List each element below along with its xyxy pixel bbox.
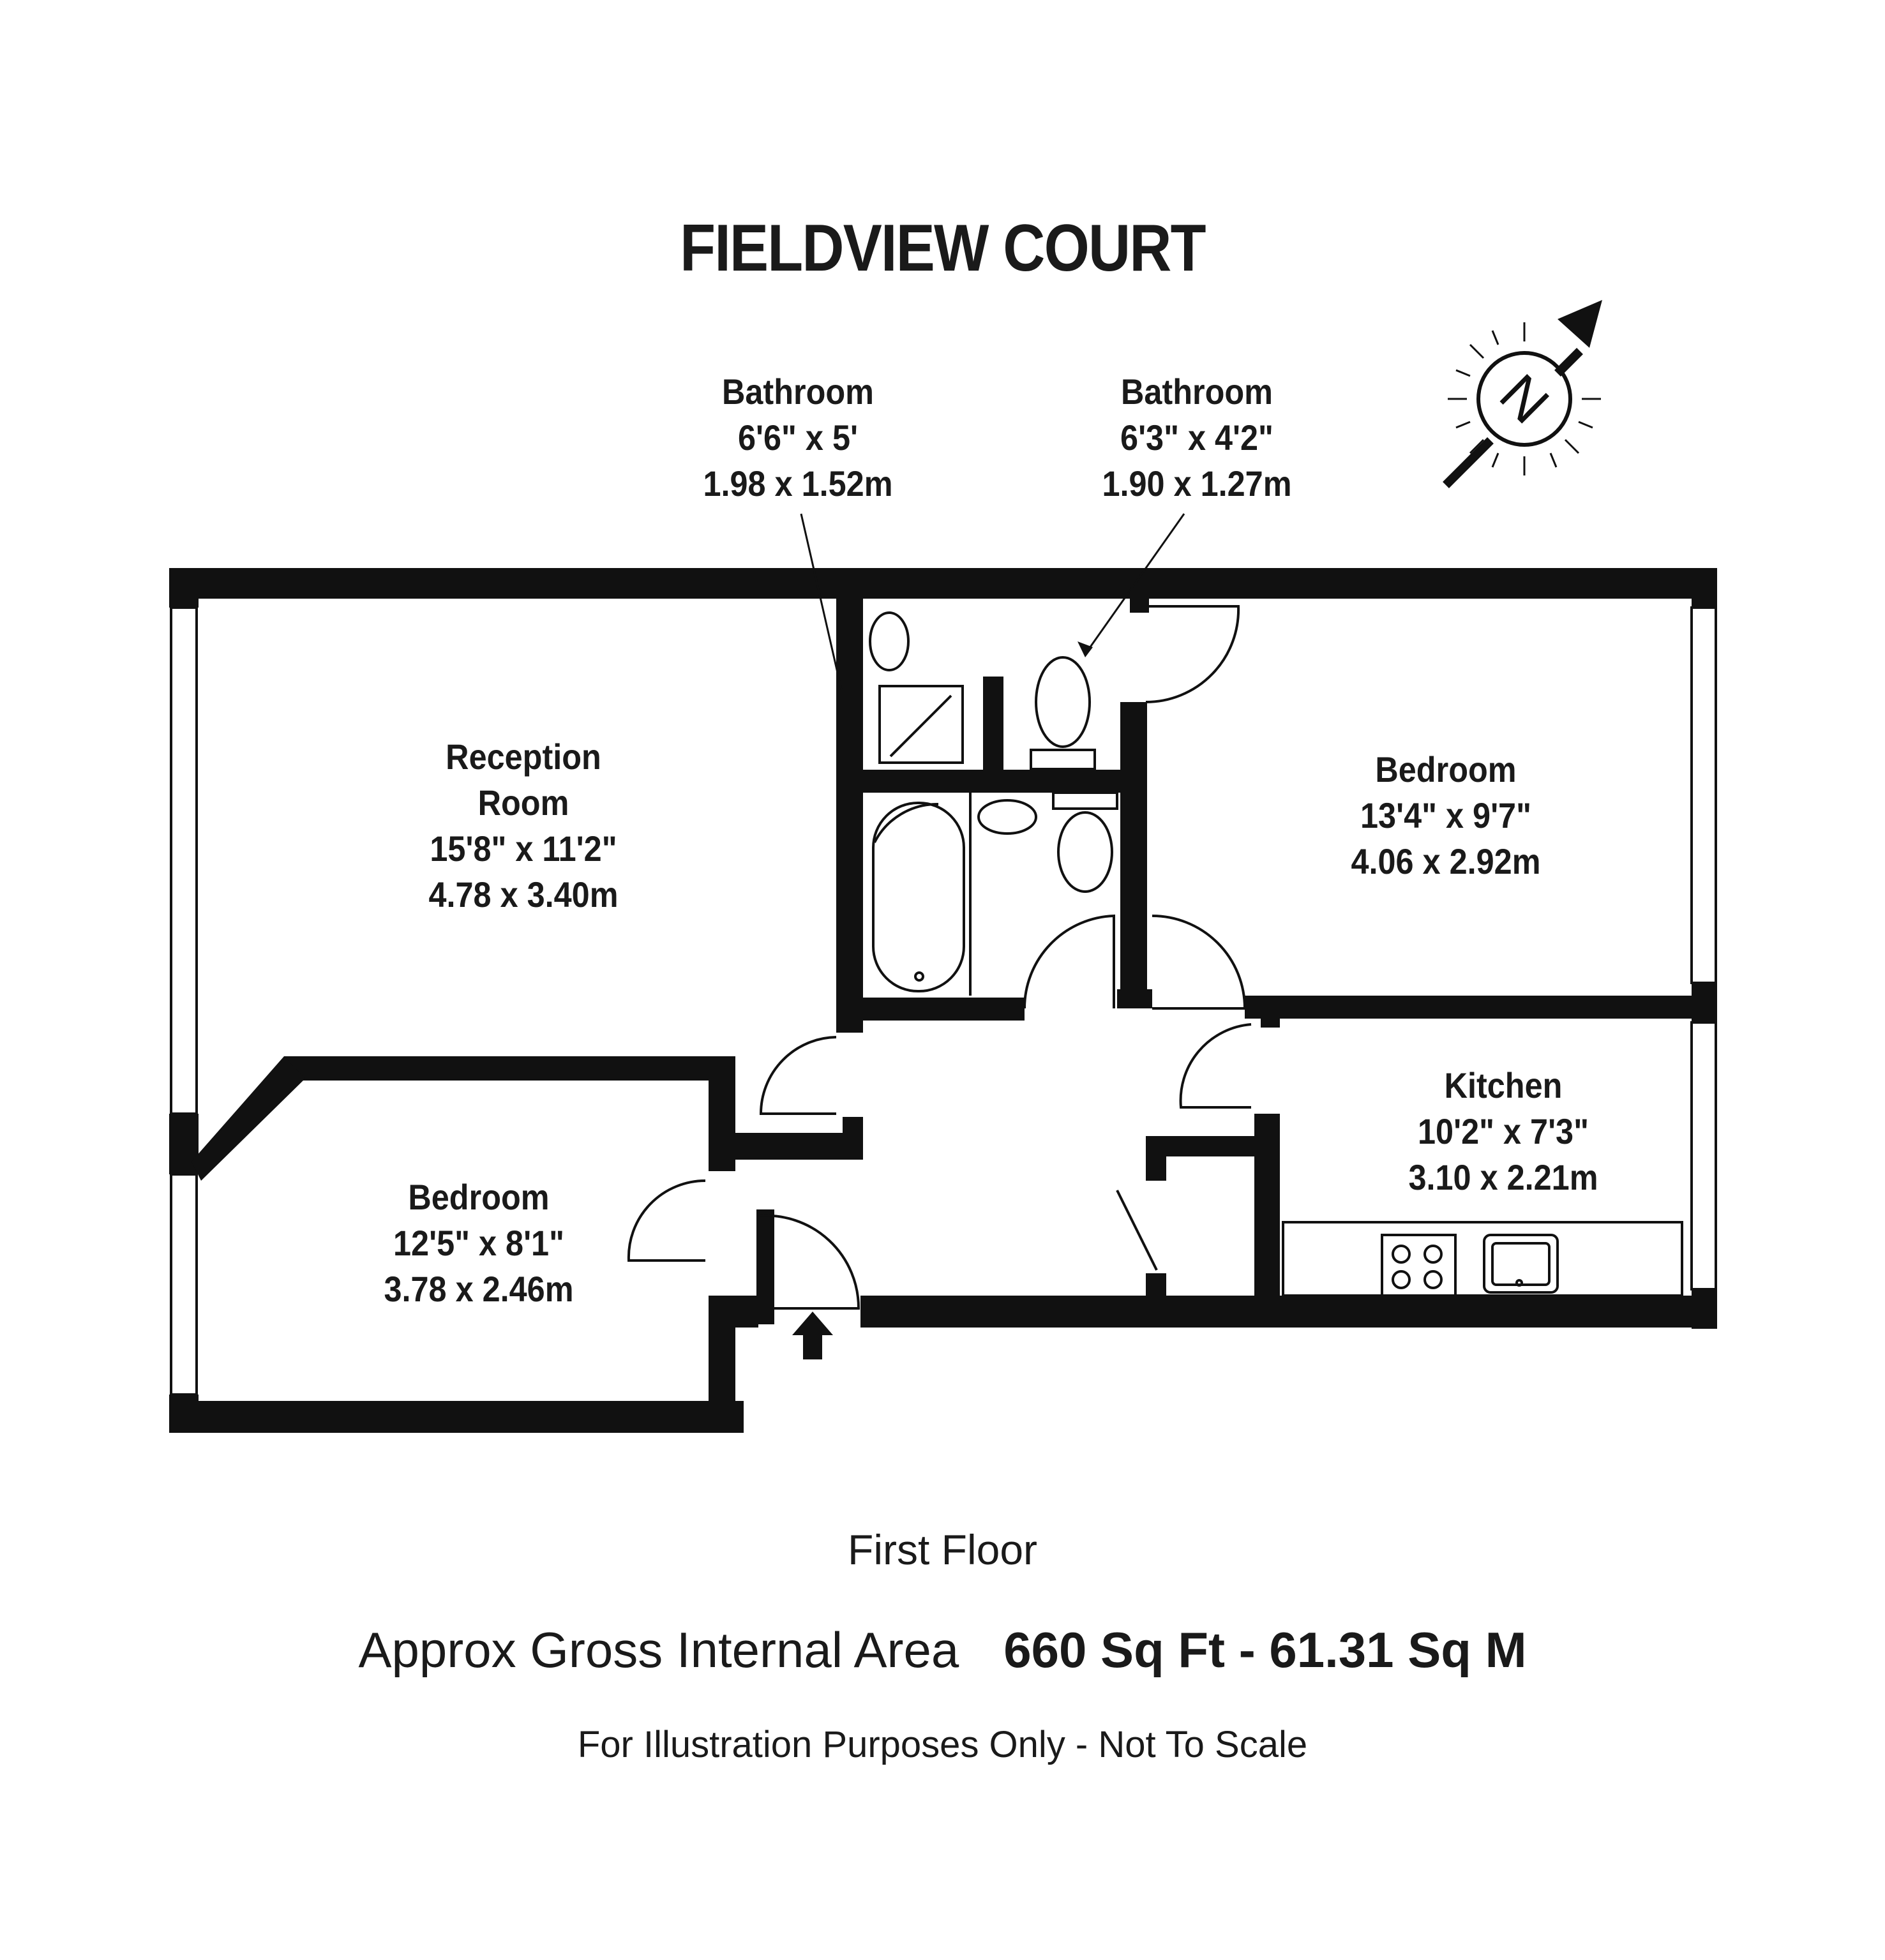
label-reception-room: Reception Room 15'8" x 11'2" 4.78 x 3.40… [428, 737, 619, 915]
wall-bath-bedroom-top [1130, 599, 1149, 613]
toilet-lower [1057, 811, 1113, 893]
wall-step-end [843, 1117, 863, 1160]
wall-top [169, 568, 1717, 599]
area-sq-m: 61.31 Sq M [1269, 1622, 1527, 1678]
label-kitchen: Kitchen 10'2" x 7'3" 3.10 x 2.21m [1408, 1065, 1598, 1197]
door-bedroom2 [627, 1179, 706, 1262]
wall-bottom-bedroom [169, 1401, 744, 1433]
wall-cupboard-left [1146, 1136, 1166, 1181]
door-bedroom1 [1152, 915, 1247, 1010]
door-bath [1023, 914, 1115, 1009]
disclaimer: For Illustration Purposes Only - Not To … [577, 1724, 1308, 1765]
wall-bath-bedroom [1120, 702, 1147, 1008]
wall-bath-bottom [836, 998, 1025, 1021]
wall-step [709, 1133, 862, 1160]
door-cupboard [1116, 1190, 1158, 1271]
page-title: FIELDVIEW COURT [680, 211, 1206, 285]
hob [1381, 1234, 1457, 1297]
bath [872, 802, 965, 992]
window-right-bottom [1690, 1021, 1717, 1290]
area-separator: - [1225, 1622, 1270, 1678]
wall-central [836, 599, 863, 1033]
basin-upper [869, 611, 910, 671]
door-wc [1145, 605, 1240, 703]
wall-bedroom2-top [284, 1056, 735, 1081]
wall-bath-divider-v [983, 677, 1003, 791]
label-bedroom-2: Bedroom 12'5" x 8'1" 3.78 x 2.46m [384, 1177, 574, 1309]
area-sq-ft: 660 Sq Ft [1003, 1622, 1226, 1678]
label-bathroom-2: Bathroom 6'3" x 4'2" 1.90 x 1.27m [1102, 371, 1292, 504]
wall-kitchen-stub [1261, 996, 1280, 1028]
window-left-bottom [170, 1173, 198, 1396]
wall-bath-bedroom-end [1117, 989, 1152, 1008]
area-label: Approx Gross Internal Area [358, 1622, 959, 1678]
wall-cupboard-bottom [1146, 1273, 1166, 1302]
floor-label: First Floor [848, 1526, 1037, 1573]
compass-letter: N [1488, 362, 1561, 435]
wall-right-top [1692, 568, 1717, 608]
toilet-upper [1035, 656, 1091, 748]
kitchen-counter [1282, 1221, 1683, 1297]
wall-bottom-right [860, 1296, 1717, 1328]
wall-entrance-left [734, 1296, 758, 1328]
wall-bedroom2-diagonal [192, 1056, 305, 1181]
entrance-arrow-icon [792, 1312, 833, 1359]
wall-bedroom-kitchen [1245, 996, 1717, 1019]
door-reception [759, 1036, 837, 1115]
door-entrance [759, 1214, 860, 1310]
door-bath-inner [873, 802, 939, 843]
shower-tray [878, 685, 964, 764]
wall-entrance-stub [756, 1209, 774, 1324]
wall-bedroom2-right-lower [709, 1296, 735, 1433]
window-right-top [1690, 606, 1717, 984]
basin-lower [977, 799, 1037, 835]
door-kitchen [1179, 1023, 1252, 1109]
label-bathroom-1: Bathroom 6'6" x 5' 1.98 x 1.52m [703, 371, 893, 504]
sink [1483, 1234, 1559, 1294]
wall-left-top [169, 568, 199, 608]
label-bedroom-1: Bedroom 13'4" x 9'7" 4.06 x 2.92m [1351, 749, 1541, 881]
window-left-top [170, 606, 198, 1115]
compass-icon: N [1443, 300, 1602, 488]
area-summary: Approx Gross Internal Area 660 Sq Ft - 61… [0, 1621, 1885, 1679]
